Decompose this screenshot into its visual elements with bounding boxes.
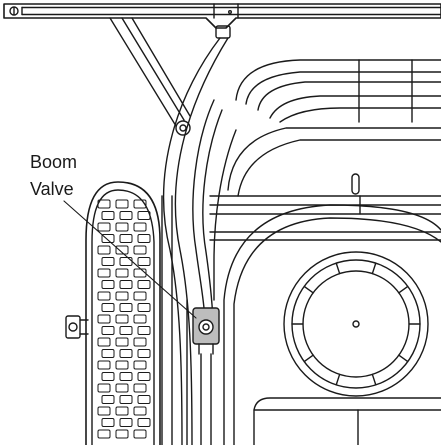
tread-block [133,406,147,416]
tread-block [101,280,115,289]
fan-fin [398,354,409,363]
tread-block [97,429,111,439]
tread-block [119,257,133,266]
tread-block [137,211,151,220]
tread-block [133,222,147,232]
boom-rail [3,3,441,39]
tread-block [137,418,151,427]
tread-block [119,395,133,404]
tread-block [133,291,147,301]
tread-block [133,337,147,347]
tread-block [133,429,147,439]
fan-fin [371,373,377,386]
tread-block [133,268,147,278]
tread-block [119,418,133,427]
tread-block [115,429,129,439]
tread-block [137,349,151,358]
wheel-tire [65,181,161,445]
tread-block [101,349,115,358]
tread-block [115,314,129,324]
tread-block [137,280,151,289]
tread-block [115,199,129,209]
fan-fin [335,262,341,275]
tread-block [115,383,129,393]
fan-fin [303,285,314,294]
tread-block [97,199,111,209]
tread-block [101,372,115,381]
tread-block [133,383,147,393]
fan-fins [291,262,421,386]
tread-block [115,406,129,416]
tread-block [133,199,147,209]
tread-block [97,222,111,232]
tread-block [97,360,111,370]
rear-housing [227,59,441,197]
fan-assembly [223,204,441,445]
tread-block [97,383,111,393]
tread-block [101,257,115,266]
tread-block [137,395,151,404]
tread-block [115,337,129,347]
tread-block [115,291,129,301]
tread-block [101,395,115,404]
tread-block [97,314,111,324]
boom-valve [192,307,220,445]
tread-block [119,303,133,312]
tread-block [101,211,115,220]
tread-block [97,268,111,278]
tread-block [101,234,115,243]
frame-post [161,195,188,445]
tread-block [119,234,133,243]
tread-block [119,372,133,381]
callout-leader-line [63,200,197,319]
hydraulic-hoses [163,37,237,445]
fan-fin [303,354,314,363]
tread-block [137,372,151,381]
tread-block [97,337,111,347]
callout-label-line-1: Boom [30,152,78,172]
tread-block [133,245,147,255]
tread-block [101,418,115,427]
tread-block [97,245,111,255]
callout-label-line-2: Valve [30,179,74,199]
tire-tread [97,199,151,439]
tread-block [137,303,151,312]
tread-block [119,349,133,358]
tread-block [137,234,151,243]
tread-block [97,406,111,416]
fan-fin [398,285,409,294]
tread-block [97,291,111,301]
tread-block [115,222,129,232]
tread-block [115,245,129,255]
tread-block [101,303,115,312]
tread-block [119,211,133,220]
tread-block [119,326,133,335]
tread-block [119,280,133,289]
tread-block [137,257,151,266]
fan-fin [335,373,341,386]
tread-block [133,314,147,324]
bottom-tank [253,397,441,445]
tread-block [115,360,129,370]
support-strut [109,17,191,136]
tread-block [101,326,115,335]
tread-block [137,326,151,335]
tread-block [133,360,147,370]
tread-block [115,268,129,278]
fan-fin [371,262,377,275]
